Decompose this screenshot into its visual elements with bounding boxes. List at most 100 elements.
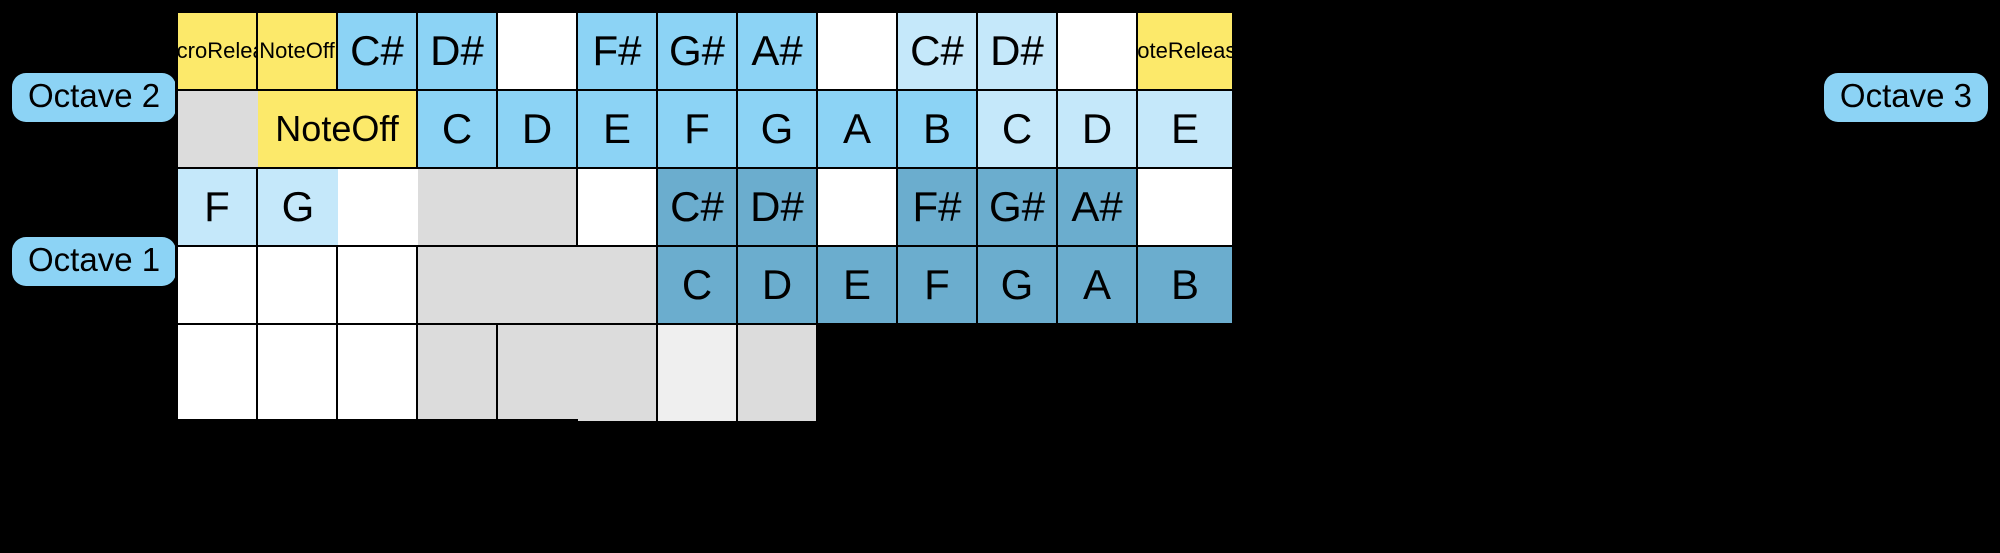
key-cell-label-line: F# (912, 182, 962, 230)
key-cell-e[interactable]: E (1138, 91, 1234, 169)
key-cell-empty (418, 169, 578, 247)
key-cell-dsharp[interactable]: D# (418, 13, 498, 91)
key-cell-d[interactable]: D (498, 91, 578, 169)
key-cell-empty (178, 91, 258, 169)
key-cell-label-line: D (1081, 104, 1113, 152)
key-cell-empty (1058, 13, 1138, 91)
key-cell-empty (498, 325, 578, 421)
key-cell-label-line: C (1001, 104, 1033, 152)
key-cell-empty (178, 247, 258, 325)
key-cell-dsharp[interactable]: D# (738, 169, 818, 247)
key-cell-empty (418, 325, 498, 421)
key-cell-label-line: E (842, 260, 871, 308)
key-cell-empty (578, 325, 658, 421)
key-cell-b[interactable]: B (1138, 247, 1234, 325)
key-cell-empty (418, 247, 498, 325)
key-mapping-grid: MacroReleaseNoteOffC#D#F#G#A#C#D#NoteRel… (175, 10, 1397, 424)
key-cell-empty (818, 169, 898, 247)
key-cell-g[interactable]: G (258, 169, 338, 247)
key-cell-label-line: F (204, 182, 230, 230)
key-cell-c[interactable]: C (418, 91, 498, 169)
key-cell-f[interactable]: F (178, 169, 258, 247)
key-cell-gsharp[interactable]: G# (978, 169, 1058, 247)
key-cell-csharp[interactable]: C# (658, 169, 738, 247)
key-cell-csharp[interactable]: C# (898, 13, 978, 91)
key-cell-a[interactable]: A (818, 91, 898, 169)
key-cell-empty (658, 325, 738, 421)
key-cell-label-line: B (922, 104, 951, 152)
key-cell-empty (258, 325, 338, 421)
key-cell-c[interactable]: C (658, 247, 738, 325)
key-cell-label-line: Note (275, 108, 352, 150)
key-cell-label-line: F# (592, 26, 642, 74)
key-cell-csharp[interactable]: C# (338, 13, 418, 91)
key-cell-label-line: Note (259, 38, 306, 64)
key-cell-label-line: C# (350, 26, 404, 74)
key-cell-label-line: Off (351, 108, 399, 150)
key-cell-empty (578, 169, 658, 247)
key-cell-label-line: D# (430, 26, 484, 74)
key-cell-g[interactable]: G (738, 91, 818, 169)
key-cell-label-line: B (1170, 260, 1199, 308)
key-cell-label-line: D (521, 104, 553, 152)
octave-1-label: Octave 1 (12, 237, 177, 286)
key-cell-label-line: A# (1071, 182, 1123, 230)
key-cell-label-line: E (1170, 104, 1199, 152)
key-cell-label-line: G# (668, 26, 726, 74)
key-cell-label-line: D (761, 260, 793, 308)
octave-2-label: Octave 2 (12, 73, 177, 122)
key-cell-empty (258, 247, 338, 325)
key-cell-b[interactable]: B (898, 91, 978, 169)
key-cell-empty (498, 13, 578, 91)
key-cell-asharp[interactable]: A# (738, 13, 818, 91)
key-cell-label-line: E (602, 104, 631, 152)
key-cell-empty (338, 247, 418, 325)
key-cell-empty (178, 325, 258, 421)
key-cell-gsharp[interactable]: G# (658, 13, 738, 91)
key-cell-label-line: Off (305, 38, 335, 64)
key-cell-empty (338, 325, 418, 421)
key-cell-label-line: D# (990, 26, 1044, 74)
key-cell-f[interactable]: F (898, 247, 978, 325)
key-cell-label-line: Release (1167, 38, 1232, 64)
key-cell-label-line: Macro (178, 38, 208, 64)
key-cell-label-line: A (842, 104, 871, 152)
key-cell-empty (498, 247, 658, 325)
key-cell-label-line: C# (910, 26, 964, 74)
key-cell-macro-release[interactable]: MacroRelease (178, 13, 258, 91)
key-cell-label-line: C (681, 260, 713, 308)
key-cell-label-line: D# (750, 182, 804, 230)
key-cell-label-line: C# (670, 182, 724, 230)
octave-3-label: Octave 3 (1823, 73, 1988, 122)
key-cell-f[interactable]: F (658, 91, 738, 169)
key-cell-d[interactable]: D (738, 247, 818, 325)
key-cell-label-line: F (684, 104, 710, 152)
key-cell-label-line: Release (207, 38, 256, 64)
key-cell-empty (738, 325, 818, 421)
key-cell-label-line: G (760, 104, 794, 152)
key-cell-label-line: A (1082, 260, 1111, 308)
key-cell-e[interactable]: E (818, 247, 898, 325)
key-cell-fsharp[interactable]: F# (898, 169, 978, 247)
key-cell-dsharp[interactable]: D# (978, 13, 1058, 91)
key-cell-a[interactable]: A (1058, 247, 1138, 325)
key-cell-empty (1138, 169, 1234, 247)
key-cell-label-line: G (281, 182, 315, 230)
key-cell-c[interactable]: C (978, 91, 1058, 169)
key-cell-asharp[interactable]: A# (1058, 169, 1138, 247)
key-cell-empty (338, 169, 418, 247)
key-cell-label-line: G (1000, 260, 1034, 308)
key-cell-label-line: Note (1138, 38, 1168, 64)
key-cell-label-line: A# (751, 26, 803, 74)
key-cell-note-release[interactable]: NoteRelease (1138, 13, 1234, 91)
key-cell-g[interactable]: G (978, 247, 1058, 325)
key-cell-fsharp[interactable]: F# (578, 13, 658, 91)
key-cell-label-line: C (441, 104, 473, 152)
key-cell-d[interactable]: D (1058, 91, 1138, 169)
key-cell-label-line: F (924, 260, 950, 308)
key-cell-empty (818, 13, 898, 91)
key-cell-e[interactable]: E (578, 91, 658, 169)
